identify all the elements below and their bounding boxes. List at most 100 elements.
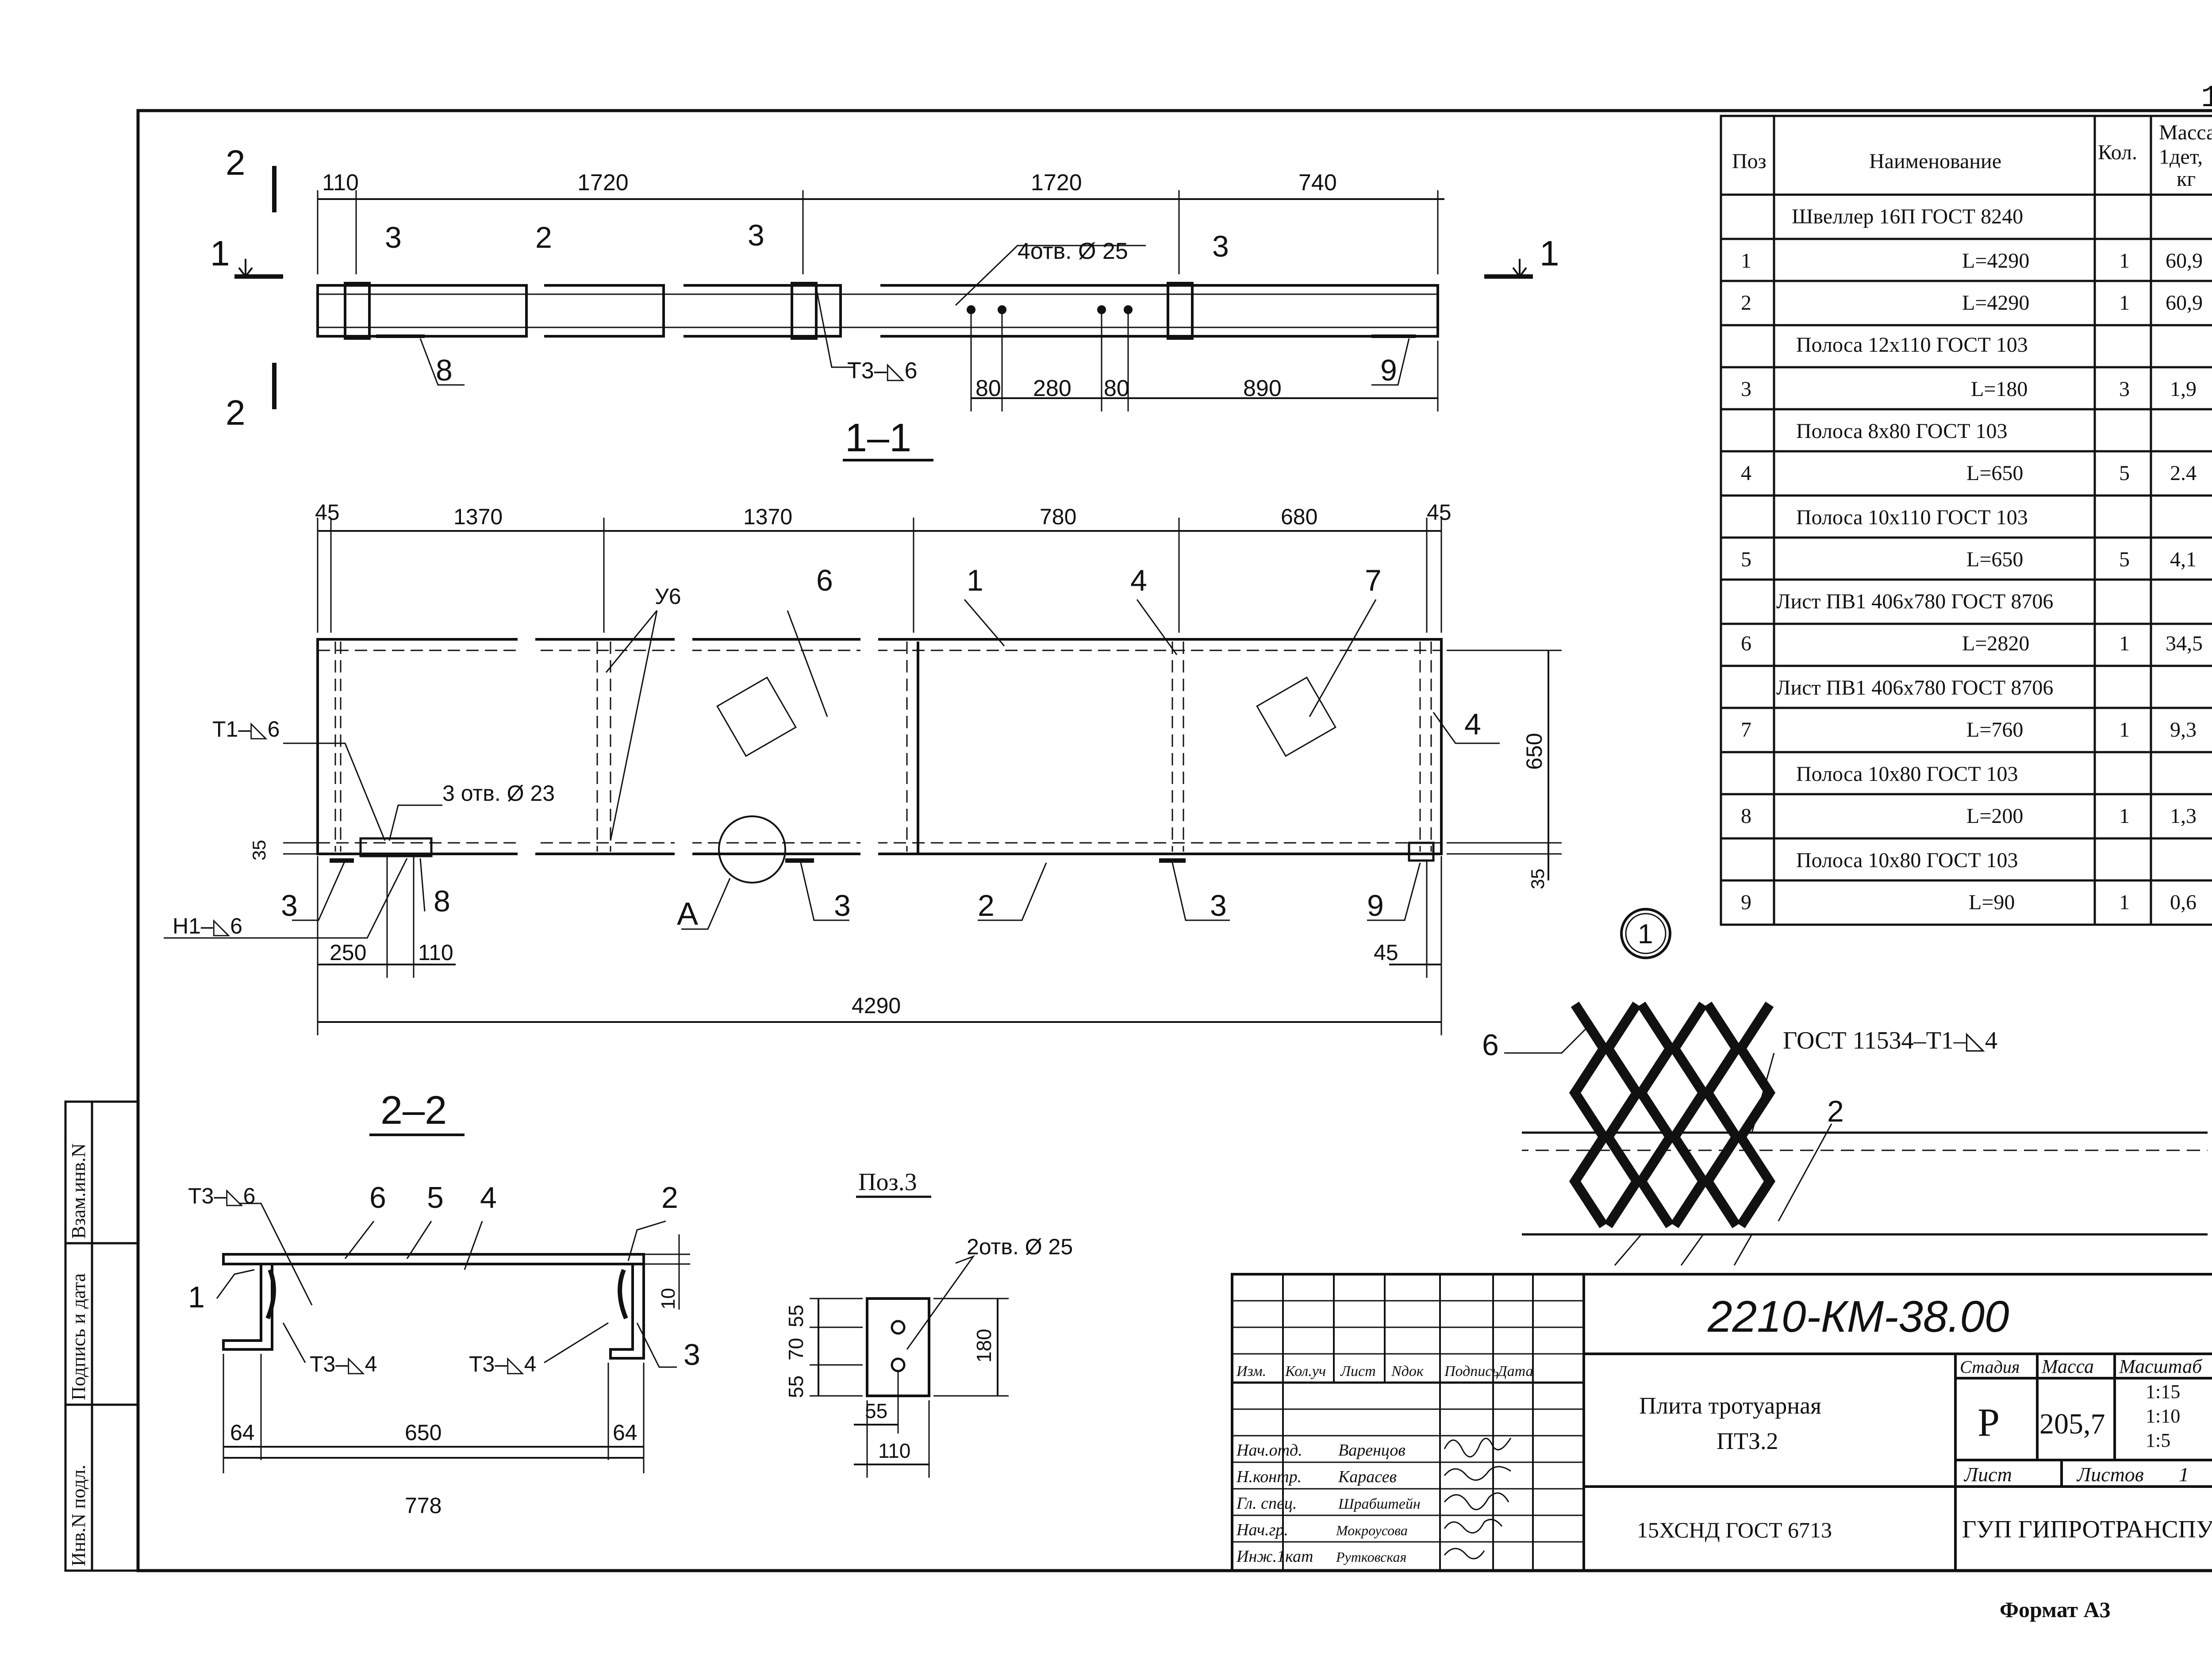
spec-row-12-qty: 1 [2119,718,2130,742]
spec-row-8-pos: 5 [1741,548,1751,571]
s22-weld-t34a: Т3–◺4 [310,1352,377,1376]
s11-weld-h1: Н1–◺6 [173,914,242,938]
s22-pos-5: 5 [427,1181,444,1214]
spec-header-name: Наименование [1869,150,2001,173]
role-4: Инж.1кат [1236,1547,1313,1566]
s22-pos-6: 6 [369,1181,386,1214]
section-22-labels: 64 650 64 778 10 Т3–◺6 Т3–◺4 Т3–◺4 6 5 4… [188,1181,700,1518]
top-pos-3c: 3 [1212,230,1229,263]
spec-table-text: Поз Наименование Кол. Масса 1дет, кг Шве… [1732,121,2212,914]
s11-dim-45a: 45 [315,500,340,525]
top-dim-110: 110 [322,170,359,196]
node1-weld: ГОСТ 11534–Т1–◺4 [1783,1027,1997,1054]
spec-row-14-name: L=200 [1966,804,2023,828]
s11-dim-680: 680 [1281,504,1317,529]
stage-value: Р [1978,1401,2000,1445]
format-label: Формат А3 [2000,1597,2111,1622]
s11-weld-u6: У6 [655,584,681,609]
spec-row-12-mass: 9,3 [2170,718,2197,742]
sheet-frame [136,109,2212,1572]
s22-dim-778: 778 [405,1493,442,1518]
role-2: Гл. спец. [1236,1494,1297,1513]
spec-row-11-name: Лист ПВ1 406х780 ГОСТ 8706 [1776,676,2053,699]
drawing-code: 2210-КМ-38.00 [1707,1292,2009,1341]
scale-label: Масштаб [2119,1356,2203,1377]
s11-pos-6: 6 [816,564,833,597]
sheet-number: 176 [2201,81,2212,116]
title-line-1: Плита тротуарная [1639,1392,1821,1419]
name-1: Карасев [1338,1468,1397,1486]
s11-pos-3c: 3 [1210,889,1227,922]
scale-2: 1:10 [2146,1405,2180,1427]
pos3-vdim-70: 70 [784,1338,807,1360]
s11-pos-3a: 3 [281,889,298,922]
top-view-labels: 110 1720 1720 740 80 280 80 890 4отв. Ø … [210,143,1559,432]
s11-pos-4a: 4 [1130,564,1147,597]
spec-row-1-qty: 1 [2119,249,2130,273]
spec-row-2-name: L=4290 [1962,291,2029,315]
spec-row-13-name: Полоса 10х80 ГОСТ 103 [1796,762,2018,786]
spec-row-7-name: Полоса 10х110 ГОСТ 103 [1796,506,2028,529]
title-line-2: ПТЗ.2 [1717,1428,1778,1454]
pos3-hdim-55: 55 [865,1399,887,1422]
top-dim-80b: 80 [1104,376,1129,401]
top-dim-1720a: 1720 [577,170,629,196]
top-pos-3b: 3 [748,219,764,252]
stage-label: Стадия [1960,1357,2020,1377]
s22-dim-10: 10 [657,1288,679,1310]
spec-row-8-name: L=650 [1966,548,2023,571]
col-koluch: Кол.уч [1285,1363,1326,1379]
top-pos-3a: 3 [385,221,402,254]
spec-row-2-mass: 60,9 [2166,291,2203,315]
s11-dim-45c: 45 [1374,940,1398,965]
organization: ГУП ГИПРОТРАНСПУТЬ [1962,1516,2212,1543]
top-dim-740: 740 [1298,170,1337,196]
spec-row-2-pos: 2 [1741,291,1751,315]
node1-labels: 1 ГОСТ 11534–Т1–◺4 6 2 [1482,919,1997,1128]
mass-value: 205,7 [2039,1408,2105,1440]
name-3: Мокроусова [1336,1522,1408,1538]
s22-pos-4: 4 [480,1181,497,1214]
top-weld-label: Т3–◺6 [847,358,918,384]
spec-row-16-qty: 1 [2119,891,2130,914]
top-dim-1720b: 1720 [1031,170,1082,196]
spec-row-6-pos: 4 [1741,461,1751,485]
spec-row-6-mass: 2.4 [2170,461,2197,485]
s22-dim-64b: 64 [613,1420,637,1445]
spec-row-1-mass: 60,9 [2166,249,2203,273]
name-2: Шрабштейн [1338,1496,1421,1512]
spec-row-16-name: L=90 [1969,891,2015,914]
top-holes-label: 4отв. Ø 25 [1018,238,1128,264]
spec-row-4-mass: 1,9 [2170,377,2197,401]
s11-dim-35-left: 35 [249,840,269,861]
col-ndok: Nдок [1391,1363,1424,1379]
spec-table [1720,115,2212,926]
s22-pos-1: 1 [188,1280,205,1314]
section-11-title: 1–1 [845,416,911,460]
node1-mark: 1 [1638,919,1653,949]
scale-3: 1:5 [2146,1429,2170,1451]
s22-dim-64a: 64 [230,1420,255,1445]
top-dim-80a: 80 [975,376,1001,401]
top-view [234,166,1533,411]
s11-dim-650: 650 [1522,733,1547,770]
side-label-sign: Подпись и дата [68,1273,89,1400]
s11-dim-250: 250 [330,940,366,965]
spec-row-12-name: L=760 [1966,718,2023,742]
spec-row-14-pos: 8 [1741,804,1751,828]
section-11-view [164,518,1562,1035]
spec-row-10-pos: 6 [1741,632,1751,655]
cut-2-bottom: 2 [226,393,246,432]
spec-row-10-mass: 34,5 [2166,632,2203,655]
top-pos-2: 2 [535,221,552,254]
s11-pos-1: 1 [967,564,983,597]
section-22-view [216,1203,690,1473]
spec-row-1-name: L=4290 [1962,249,2029,273]
spec-row-8-mass: 4,1 [2170,548,2197,571]
s11-dim-45b: 45 [1427,500,1452,525]
pos3-view [810,1255,1009,1478]
title-block [1231,1273,2212,1572]
spec-header-pos: Поз [1732,150,1767,173]
scale-1: 1:15 [2146,1381,2180,1403]
spec-row-4-pos: 3 [1741,377,1751,401]
